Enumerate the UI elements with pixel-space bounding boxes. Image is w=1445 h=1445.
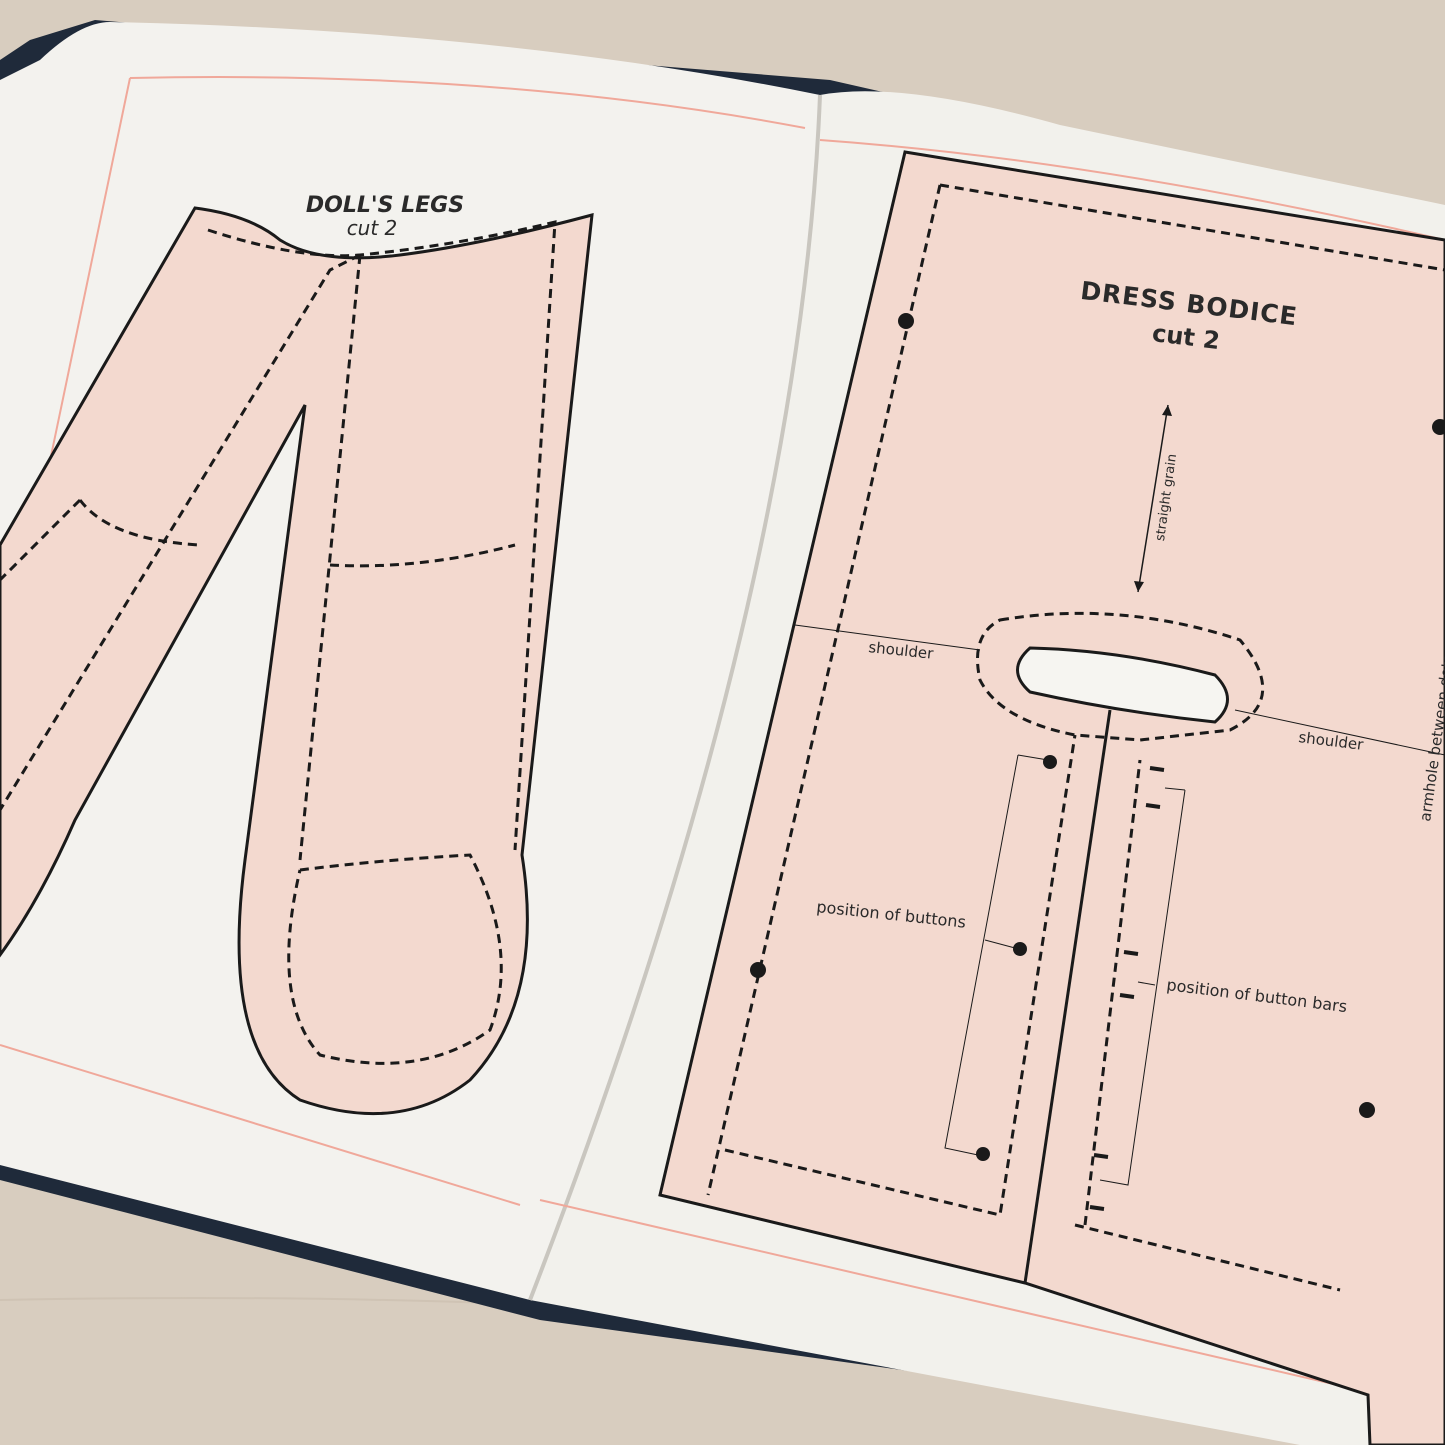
bodice-stitch-lines <box>706 183 1445 1292</box>
center-cut-line <box>1023 709 1112 1284</box>
shoulder-lines <box>794 624 1445 756</box>
button-bar-marks <box>1089 766 1165 1211</box>
dolls-legs-title: DOLL'S LEGS <box>306 193 464 218</box>
right-page-border <box>539 139 1445 1411</box>
gutter-shadow <box>528 94 822 1301</box>
button-dots <box>750 313 1445 1161</box>
neck-opening <box>1016 646 1229 724</box>
grain-arrow <box>1137 404 1169 593</box>
dolls-legs-pattern <box>0 206 594 1116</box>
neck-seam <box>976 611 1265 742</box>
dress-bodice-pattern <box>658 150 1445 1445</box>
dolls-legs-cut: cut 2 <box>347 216 398 240</box>
stitch-lines <box>0 220 557 1065</box>
leader-lines <box>944 754 1186 1186</box>
